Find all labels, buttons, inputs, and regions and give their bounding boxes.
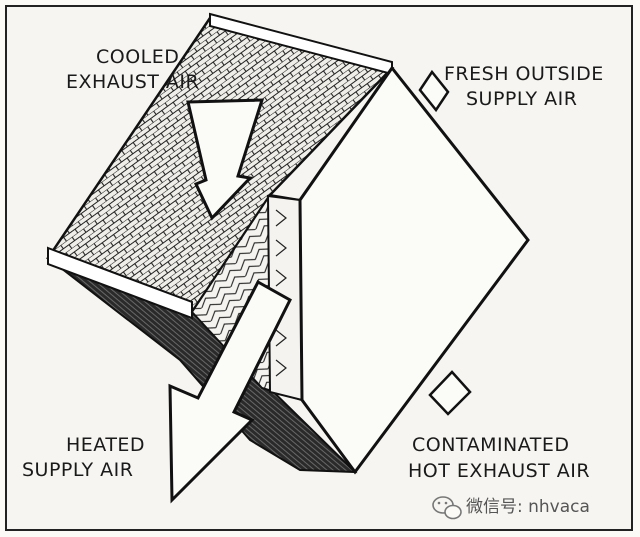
fresh-air-duct-tab: [418, 69, 450, 113]
label-cooled-exhaust-line2: EXHAUST AIR: [66, 71, 199, 93]
label-contaminated-exhaust-line2: HOT EXHAUST AIR: [408, 460, 590, 482]
label-cooled-exhaust-line1: COOLED: [96, 46, 179, 68]
label-contaminated-exhaust-line1: CONTAMINATED: [412, 434, 570, 456]
label-fresh-supply-line1: FRESH OUTSIDE: [444, 63, 604, 85]
watermark-text: 微信号: nhvaca: [466, 497, 590, 517]
label-heated-supply-line1: HEATED: [66, 434, 145, 456]
wheel-rim: [47, 246, 193, 320]
label-heated-supply-line2: SUPPLY AIR: [22, 459, 133, 481]
label-fresh-supply-line2: SUPPLY AIR: [466, 88, 577, 110]
housing-face: [298, 65, 530, 475]
contaminated-air-duct-tab: [428, 370, 472, 416]
wechat-icon: [432, 496, 462, 520]
cooled-exhaust-arrow: [186, 98, 265, 221]
heated-supply-arrow: [168, 279, 292, 504]
